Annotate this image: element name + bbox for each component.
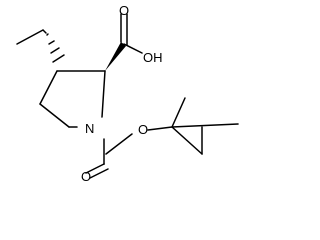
bond-tbu-methyl-top <box>171 97 186 128</box>
atom-label-carbamate-carbonyl-oxygen: O <box>81 169 91 184</box>
molecule-structure: O OH N O O <box>16 3 239 184</box>
structure-canvas: O OH N O O <box>16 3 239 184</box>
bond-carbamate-c-o-double-2 <box>89 168 109 179</box>
bond-n-c2 <box>101 70 106 118</box>
bond-c4-c5 <box>39 103 70 128</box>
bond-carbamate-ester <box>105 133 133 155</box>
bond-c3-c4 <box>39 70 58 105</box>
atom-label-carbamate-ester-oxygen: O <box>138 122 148 137</box>
bond-tbu-methyl-right <box>171 123 239 128</box>
bond-ethyl-terminal <box>16 29 44 45</box>
hashed-wedge-bond-c3-ethyl <box>46 33 65 63</box>
bond-tbu-methyl-bottom <box>171 126 203 155</box>
bond-carbamate-c-o-double <box>85 163 105 174</box>
atom-label-carboxyl-hydroxyl: OH <box>143 50 163 65</box>
solid-wedge-bond-c2-carboxyl <box>105 42 126 71</box>
bond-ester-o-tbu <box>147 126 173 131</box>
bond-ethyl-ch2 <box>42 29 47 34</box>
atom-label-carboxyl-oxygen: O <box>119 3 129 18</box>
bond-carboxyl-single <box>123 43 143 54</box>
atom-label-ring-nitrogen: N <box>85 121 94 136</box>
